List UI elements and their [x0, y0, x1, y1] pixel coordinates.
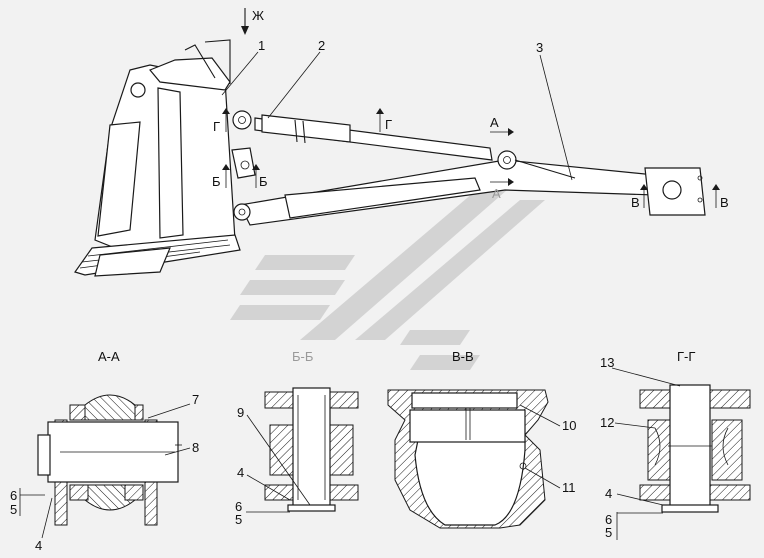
- callout-3: 3: [536, 40, 573, 181]
- section-a-a-label-5: 5: [10, 502, 17, 517]
- svg-text:1: 1: [258, 38, 265, 53]
- section-g-g-label-6: 6: [605, 512, 612, 527]
- section-markers: Г Г А А Б Б В В: [212, 108, 729, 210]
- section-g-g: Г-Г 13 12 4 6 5: [600, 349, 751, 540]
- section-v-v: В-В 10 11: [387, 349, 576, 529]
- section-marker-v-right: В: [720, 195, 729, 210]
- section-a-a: А-А 7 8 6 5 4: [10, 349, 199, 553]
- svg-text:2: 2: [318, 38, 325, 53]
- section-marker-v-left: В: [631, 195, 640, 210]
- section-title-v-v: В-В: [452, 349, 474, 364]
- section-title-b-b: Б-Б: [292, 349, 313, 364]
- section-v-v-label-11: 11: [562, 480, 576, 495]
- section-marker-g-right: Г: [385, 117, 392, 132]
- section-g-g-label-12: 12: [600, 415, 614, 430]
- section-a-a-label-7: 7: [192, 392, 199, 407]
- section-marker-a-bottom: А: [492, 186, 501, 201]
- view-label-zh: Ж: [252, 8, 264, 23]
- callout-2: 2: [267, 38, 325, 119]
- callout-1: 1: [221, 38, 265, 96]
- section-title-g-g: Г-Г: [677, 349, 695, 364]
- section-marker-g-left: Г: [213, 119, 220, 134]
- section-b-b-label-5: 5: [235, 512, 242, 527]
- section-g-g-label-5: 5: [605, 525, 612, 540]
- hydraulic-cylinder: [232, 110, 576, 179]
- section-marker-a-top: А: [490, 115, 499, 130]
- section-marker-b-left: Б: [212, 174, 221, 189]
- section-a-a-label-6: 6: [10, 488, 17, 503]
- section-b-b: Б-Б 9 4 6 5: [235, 349, 359, 527]
- section-title-a-a: А-А: [98, 349, 120, 364]
- watermark-logo: [230, 170, 545, 370]
- svg-text:3: 3: [536, 40, 543, 55]
- section-marker-b-right: Б: [259, 174, 268, 189]
- section-v-v-label-10: 10: [562, 418, 576, 433]
- push-frame: [233, 159, 706, 226]
- section-b-b-label-9: 9: [237, 405, 244, 420]
- section-b-b-label-6: 6: [235, 499, 242, 514]
- brace-bracket: [231, 147, 256, 179]
- section-a-a-label-8: 8: [192, 440, 199, 455]
- section-a-a-label-4: 4: [35, 538, 42, 553]
- view-arrow-zh: Ж: [241, 8, 264, 35]
- section-g-g-label-13: 13: [600, 355, 614, 370]
- section-b-b-label-4: 4: [237, 465, 244, 480]
- section-g-g-label-4: 4: [605, 486, 612, 501]
- dozer-blade: [74, 39, 241, 277]
